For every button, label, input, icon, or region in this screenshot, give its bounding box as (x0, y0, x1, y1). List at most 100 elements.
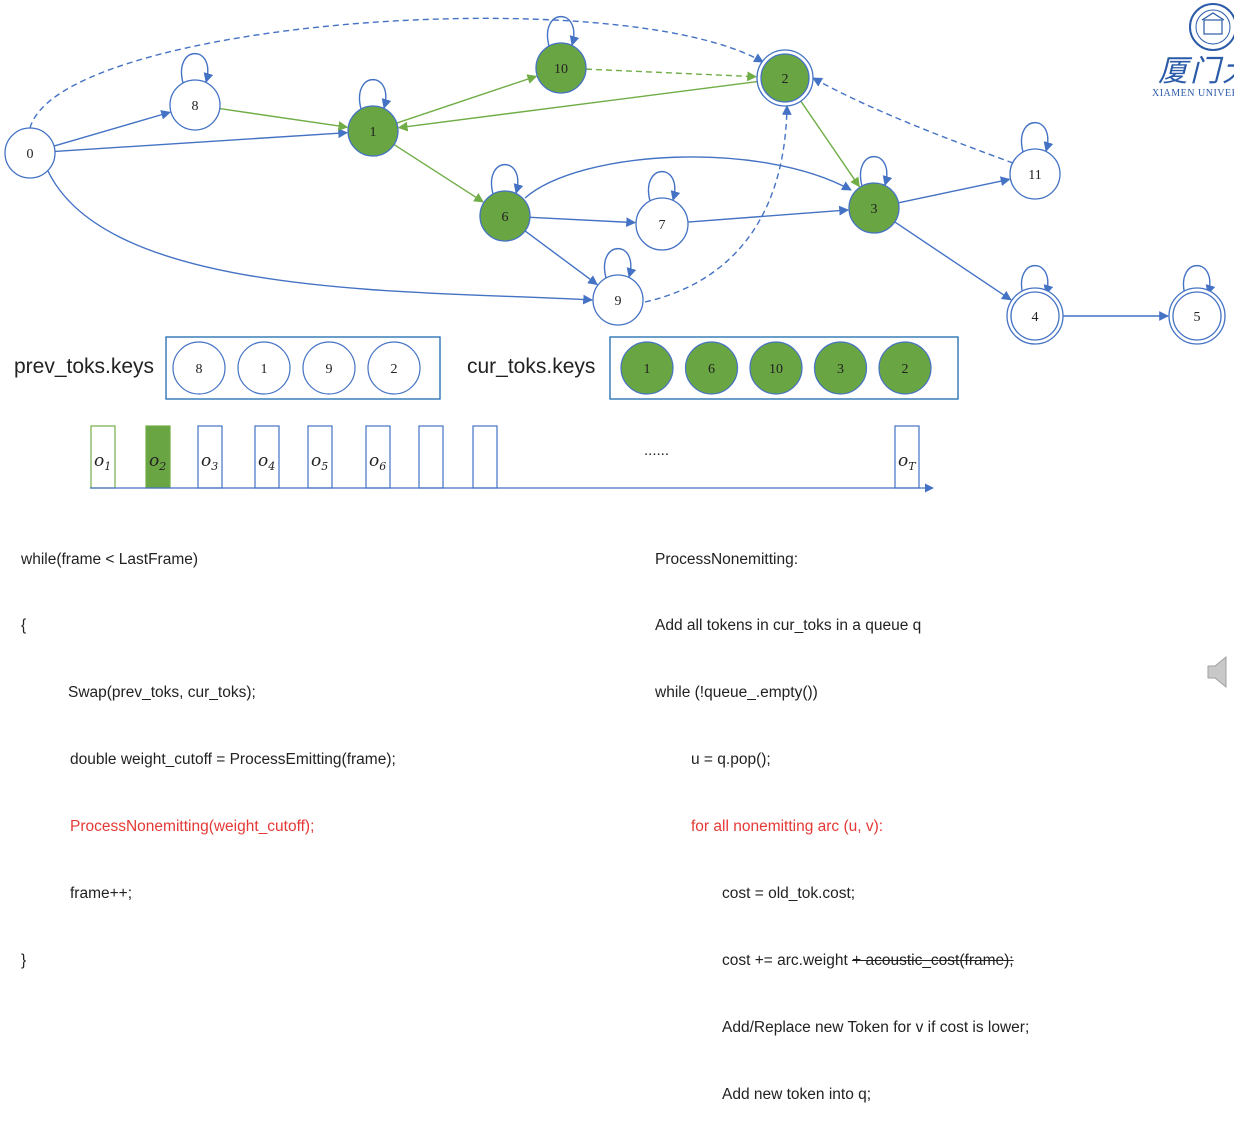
code-line: { (21, 617, 27, 635)
frame-1: o1 (90, 425, 116, 489)
state-node-7: 7 (635, 197, 689, 251)
frame-3: o3 (197, 425, 223, 489)
state-node-0: 0 (4, 127, 56, 179)
state-label: 11 (1028, 168, 1041, 183)
token-circle (684, 341, 739, 395)
university-logo: 厦门大学 XIAMEN UNIVERSITY (1150, 2, 1234, 102)
frame-box (197, 425, 223, 489)
university-seal-icon (1189, 3, 1234, 51)
token-key-2: 2 (878, 341, 932, 395)
frame-subscript: 2 (158, 460, 166, 473)
state-circle (479, 190, 531, 242)
token-circle (813, 341, 868, 395)
state-label: 0 (27, 147, 34, 162)
state-node-3: 3 (848, 182, 900, 234)
code-line: frame++; (70, 885, 133, 903)
token-label: 10 (769, 362, 783, 377)
code-fragment: cost += arc.weight (722, 951, 853, 969)
token-key-1: 1 (620, 341, 674, 395)
state-circle (169, 79, 221, 131)
state-label: 3 (871, 202, 878, 217)
arc-11-2 (812, 77, 1014, 164)
state-node-4: 4 (1006, 287, 1064, 345)
frame-box (418, 425, 444, 489)
speaker-icon[interactable] (1206, 654, 1234, 690)
state-node-2: 2 (756, 49, 814, 107)
token-key-8: 8 (172, 341, 226, 395)
state-label: 7 (659, 218, 666, 233)
state-node-1: 1 (347, 105, 399, 157)
prev-toks-box (165, 336, 441, 400)
state-label: 9 (615, 294, 622, 309)
token-circle (749, 341, 803, 395)
arc-3-4 (894, 221, 1012, 301)
state-label: 8 (192, 99, 199, 114)
arc-2-3 (797, 97, 860, 188)
frame-subscript: T (908, 460, 917, 473)
state-label: 10 (554, 62, 568, 77)
state-node-6: 6 (479, 190, 531, 242)
frame-box (145, 425, 171, 489)
state-circle (347, 105, 399, 157)
self-loop-5 (1182, 264, 1216, 296)
self-loop-1 (358, 78, 392, 110)
token-key-10: 10 (749, 341, 803, 395)
token-key-2: 2 (367, 341, 421, 395)
token-circle (878, 341, 932, 395)
arc-6-3 (524, 156, 852, 199)
frame-box (307, 425, 333, 489)
self-loop-10 (546, 15, 580, 47)
self-loop-7 (647, 170, 681, 202)
code-line: Add all tokens in cur_toks in a queue q (655, 617, 922, 635)
state-circle (592, 274, 644, 326)
code-line: u = q.pop(); (691, 751, 771, 769)
arc-0-9 (47, 170, 593, 305)
code-line: ProcessNonemitting: (655, 550, 799, 568)
state-circle (1172, 291, 1222, 341)
frames-ellipsis: ...... (644, 442, 669, 459)
code-line: while (!queue_.empty()) (655, 684, 818, 702)
state-circle (635, 197, 689, 251)
code-line: Swap(prev_toks, cur_toks); (68, 684, 256, 702)
cur-toks-label: cur_toks.keys (467, 355, 595, 378)
code-line-highlight: for all nonemitting arc (u, v): (691, 818, 884, 836)
arc-0-2 (29, 17, 764, 129)
token-circle (620, 341, 674, 395)
arc-1-10 (396, 74, 538, 124)
frame-box (90, 425, 116, 489)
token-circle (172, 341, 226, 395)
self-loop-6 (490, 163, 524, 195)
frame-box (894, 425, 920, 489)
state-circle (1009, 148, 1061, 200)
state-node-5: 5 (1168, 287, 1226, 345)
state-node-8: 8 (169, 79, 221, 131)
frame-5: o5 (307, 425, 333, 489)
arc-10-2 (585, 68, 758, 82)
frame-subscript: 1 (104, 460, 111, 473)
self-loop-9 (603, 247, 637, 279)
state-circle (4, 127, 56, 179)
arc-7-3 (687, 205, 850, 223)
token-key-9: 9 (302, 341, 356, 395)
code-line: double weight_cutoff = ProcessEmitting(f… (70, 751, 396, 769)
token-label: 2 (902, 362, 909, 377)
frame-box (472, 425, 498, 489)
process-nonemitting-code: ProcessNonemitting: Add all tokens in cu… (655, 504, 1029, 1128)
logo-brand-text: 厦门大学 (1158, 54, 1234, 89)
token-circle (302, 341, 356, 395)
frame-6: o6 (365, 425, 391, 489)
state-circle (848, 182, 900, 234)
prev-toks-label: prev_toks.keys (14, 355, 154, 378)
self-loop-3 (859, 155, 893, 187)
state-label: 1 (370, 125, 377, 140)
self-loop-8 (180, 52, 214, 84)
self-loop-4 (1020, 264, 1054, 296)
self-loop-11 (1020, 121, 1054, 153)
token-label: 8 (196, 362, 203, 377)
frame-subscript: 6 (379, 460, 386, 473)
arc-1-6 (393, 143, 484, 203)
arc-6-7 (529, 216, 637, 228)
